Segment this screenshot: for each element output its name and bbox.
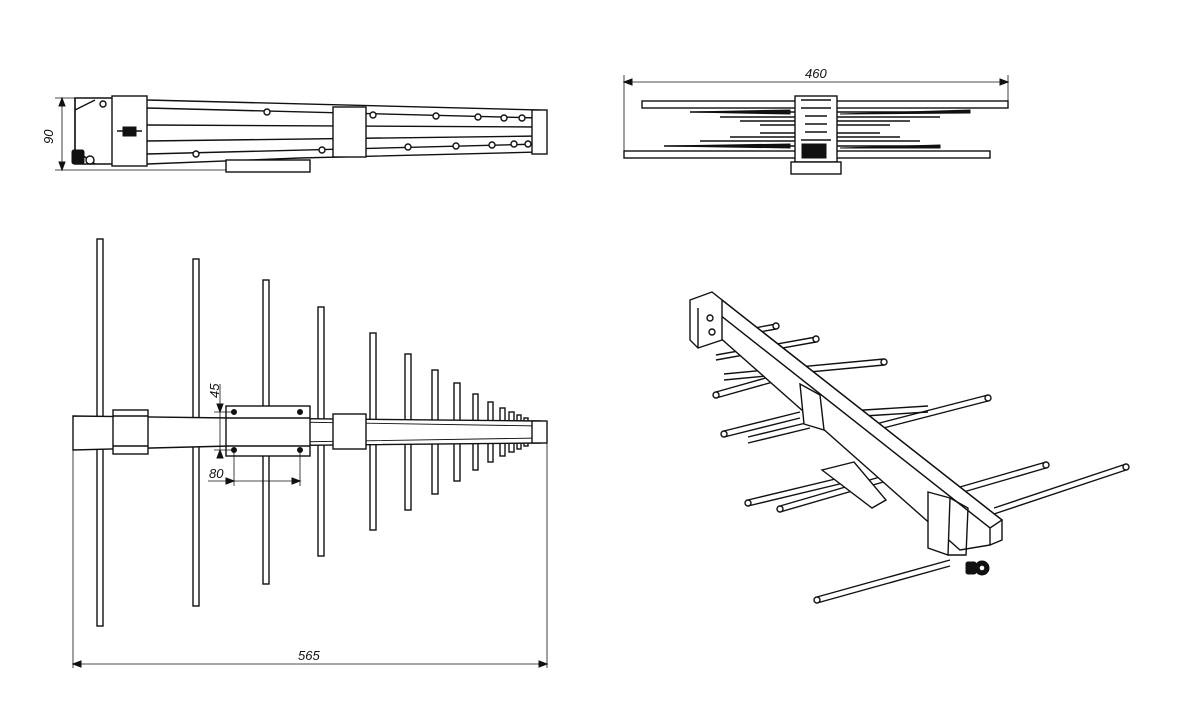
side-hole-front [99, 100, 107, 108]
dim-plate-label: 80 [209, 466, 224, 481]
front-hub-detail [801, 99, 831, 141]
top-clamp-2 [332, 413, 367, 450]
top-end-cap [531, 420, 548, 444]
top-spacing-dimension: 45 [207, 383, 234, 459]
isometric-view [689, 291, 1130, 604]
side-mount-plate [225, 159, 311, 173]
top-length-dimension: 565 [71, 443, 549, 668]
iso-clamp-1 [799, 382, 825, 431]
front-view: 460 [622, 66, 1010, 175]
iso-mount-plate [820, 461, 888, 509]
front-width-dimension: 460 [622, 66, 1010, 157]
top-mount-plate [225, 405, 311, 457]
dim-spacing-label: 45 [207, 383, 222, 398]
top-plate-dimension: 80 [208, 450, 302, 486]
side-holes [192, 108, 532, 158]
dim-width-label: 460 [805, 66, 827, 81]
side-end-cap [531, 109, 548, 155]
iso-boom-edge [721, 299, 1003, 546]
top-clamp-1-detail [113, 415, 148, 447]
iso-clamp-2 [927, 491, 951, 556]
dim-length-label: 565 [298, 648, 320, 663]
side-height-dimension: 90 [41, 96, 226, 172]
top-view: 45 80 565 [71, 238, 549, 668]
iso-end-block [689, 291, 723, 349]
front-base-plate [790, 161, 842, 175]
side-mid-clamp [332, 106, 367, 158]
side-view: 90 [41, 95, 548, 173]
front-hub-core [801, 143, 827, 159]
side-connector-icon [71, 149, 85, 165]
dim-height-label: 90 [41, 129, 56, 144]
side-bolt-icon [85, 155, 95, 165]
